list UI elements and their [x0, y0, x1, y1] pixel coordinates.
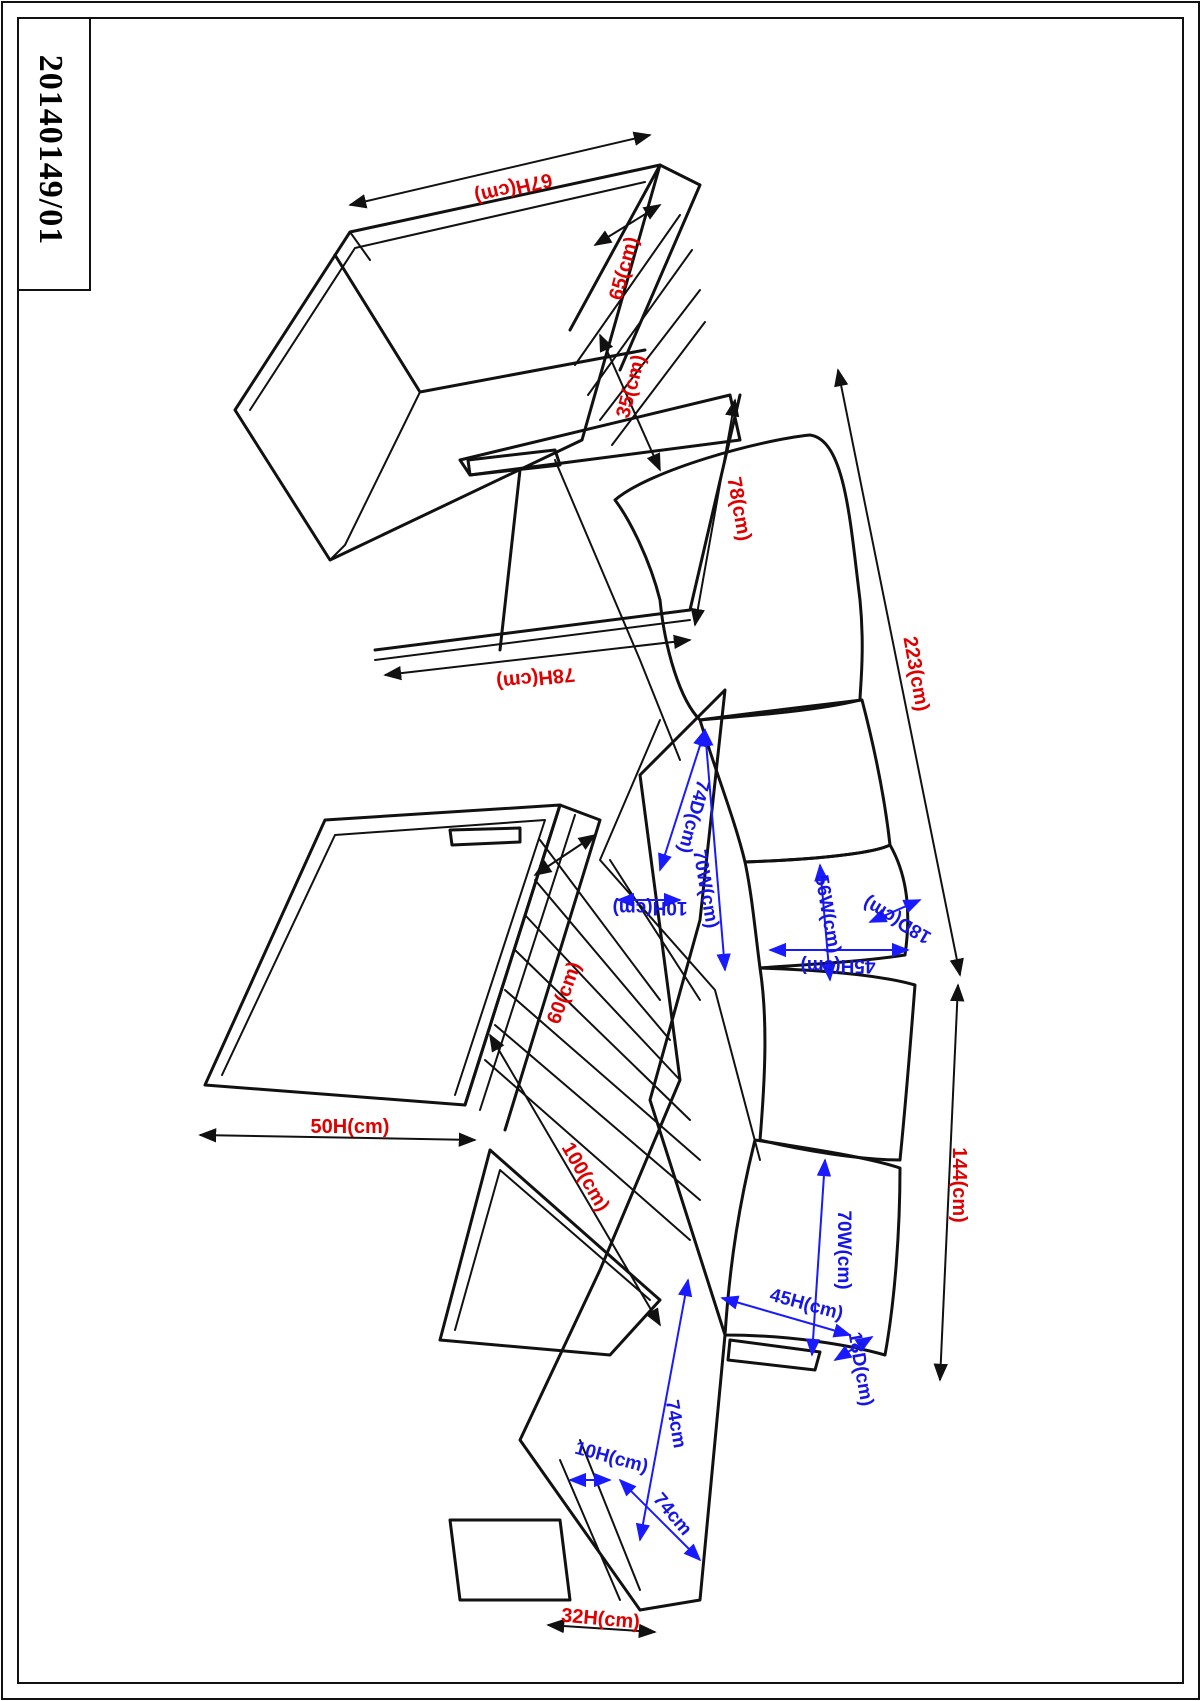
dim-18d-a: 18D(cm) — [860, 892, 935, 948]
dim-100: 100(cm) — [557, 1139, 614, 1215]
dim-223: 223(cm) — [899, 635, 934, 713]
inner-border — [17, 17, 1184, 1684]
armchair-top — [233, 163, 742, 761]
title-block: 20140149/01 — [17, 17, 91, 291]
dim-10h-b: 10H(cm) — [572, 1438, 650, 1478]
dim-45h-b: 45H(cm) — [767, 1285, 845, 1325]
dim-70w-b: 70W(cm) — [833, 1210, 854, 1289]
dimension-lines — [198, 131, 965, 1639]
dim-10h-a: 10H(cm) — [613, 897, 688, 918]
drawing-code: 20140149/01 — [32, 55, 69, 245]
dim-56w: 56W(cm) — [810, 873, 844, 955]
dim-60: 60(cm) — [543, 959, 586, 1027]
dim-78: 78(cm) — [722, 475, 755, 542]
dim-65: 65(cm) — [605, 234, 643, 302]
sofa-corner — [518, 433, 917, 1612]
dim-18d-b: 18D(cm) — [844, 1330, 878, 1407]
dim-74-a: 74cm — [661, 1398, 690, 1450]
dim-35: 35(cm) — [612, 352, 650, 420]
dimension-labels: 67H(cm) 65(cm) 35(cm) 78(cm) 78H(cm) 223… — [311, 168, 970, 1633]
dim-45h-a: 45H(cm) — [801, 955, 876, 976]
dim-32h: 32H(cm) — [560, 1605, 641, 1634]
dim-144: 144(cm) — [948, 1147, 970, 1223]
dim-50h: 50H(cm) — [311, 1116, 390, 1138]
dim-78h: 78H(cm) — [495, 663, 576, 693]
armchair-bottom — [203, 448, 701, 1602]
